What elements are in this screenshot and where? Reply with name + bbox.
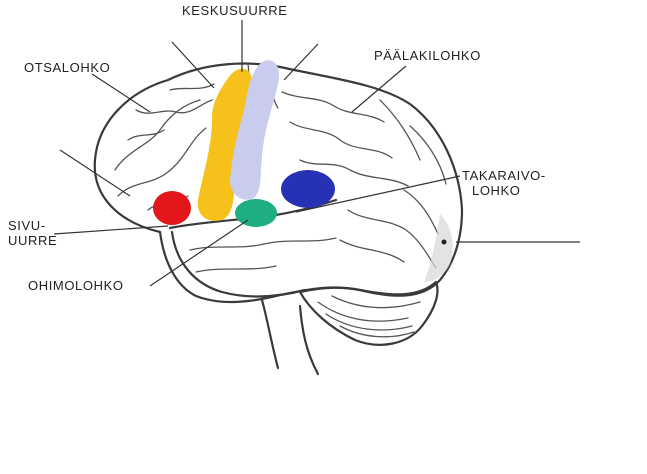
- label-frontal-lobe: OTSALOHKO: [24, 60, 110, 75]
- label-lateral-sulcus-line2: UURRE: [8, 233, 57, 248]
- wernicke-area-highlight: [281, 170, 335, 208]
- label-central-sulcus: KESKUSUURRE: [182, 3, 288, 18]
- broca-area-highlight: [153, 191, 191, 225]
- label-lateral-sulcus-line1: SIVU-: [8, 218, 46, 233]
- occipital-shading: [424, 214, 453, 282]
- cerebellum-folds: [317, 295, 421, 338]
- leader-lines: [53, 20, 580, 287]
- brain-folds: [114, 63, 447, 273]
- sensory-strip-highlight: [230, 60, 280, 200]
- occipital-pole-dot: [441, 239, 447, 245]
- brainstem-outline: [260, 298, 320, 376]
- auditory-area-highlight: [235, 199, 277, 227]
- cerebellum-outline: [298, 280, 439, 346]
- label-temporal-lobe: OHIMOLOHKO: [28, 278, 124, 293]
- motor-strip-highlight: [197, 68, 252, 221]
- brain-outline: [93, 62, 464, 304]
- label-occipital-lobe-line2: LOHKO: [472, 183, 521, 198]
- temporal-lobe-outline: [170, 230, 307, 298]
- label-parietal-lobe: PÄÄLAKILOHKO: [374, 48, 481, 63]
- label-occipital-lobe-line1: TAKARAIVO-: [462, 168, 546, 183]
